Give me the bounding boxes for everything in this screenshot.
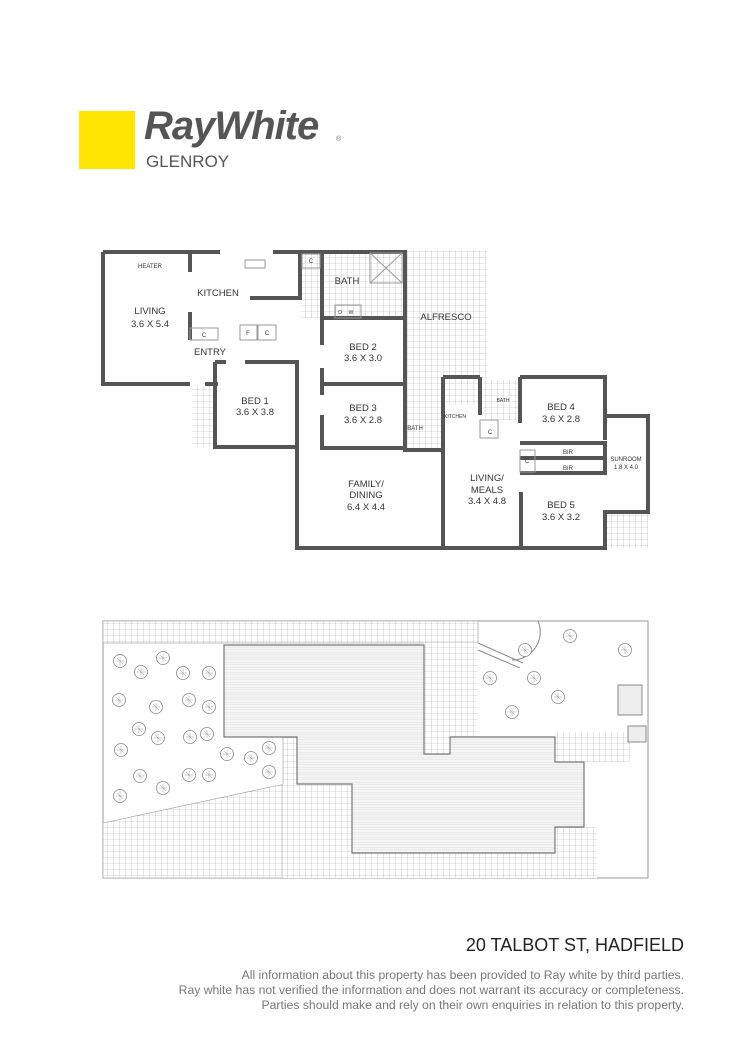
tree-icon-detail <box>205 771 213 779</box>
disclaimer-line: Ray white has not verified the informati… <box>178 983 684 997</box>
tree-icon-detail <box>137 668 145 676</box>
bed3-label: BED 3 <box>349 403 376 414</box>
bed1-size: 3.6 X 3.8 <box>236 407 274 418</box>
tree-icon-detail <box>247 754 255 762</box>
tree-icon-detail <box>223 750 231 758</box>
sunroom-size: 1.8 X 4.0 <box>614 465 639 471</box>
tree-icon-detail <box>185 771 193 779</box>
bir-label: BIR <box>563 466 574 472</box>
site-plan <box>102 620 649 879</box>
family-size: 6.4 X 4.4 <box>347 502 385 513</box>
meals-label: MEALS <box>471 485 503 496</box>
disclaimer: All information about this property has … <box>179 968 684 1013</box>
logo-office: GLENROY <box>146 152 230 171</box>
alfresco-label: ALFRESCO <box>420 312 471 323</box>
tree-icon-detail <box>117 746 125 754</box>
tree-icon-detail <box>566 632 574 640</box>
tree-icon-detail <box>265 744 273 752</box>
bed5-size: 3.6 X 3.2 <box>542 512 580 523</box>
bir-label: BIR <box>563 450 574 456</box>
tree-icon-detail <box>530 674 538 682</box>
washer-label: W <box>349 310 354 316</box>
tree-icon-detail <box>508 708 516 716</box>
bath-label: BATH <box>497 398 510 404</box>
disclaimer-line: All information about this property has … <box>241 968 684 982</box>
property-address: 20 TALBOT ST, HADFIELD <box>465 935 684 955</box>
living-label: LIVING <box>134 306 165 317</box>
fixtures <box>189 252 536 473</box>
logo-brand: RayWhite <box>144 104 319 148</box>
tree-icon-detail <box>554 693 562 701</box>
tree-icon-detail <box>205 669 213 677</box>
bed5-label: BED 5 <box>547 500 574 511</box>
tree-icon-detail <box>159 654 167 662</box>
disclaimer-line: Parties should make and rely on their ow… <box>261 998 685 1012</box>
tree-icon-detail <box>136 772 144 780</box>
tree-icon-detail <box>179 669 187 677</box>
tree-icon-detail <box>185 696 193 704</box>
tree-icon-detail <box>186 733 194 741</box>
bed4-size: 3.6 X 2.8 <box>542 414 580 425</box>
tree-icon-detail <box>521 646 529 654</box>
bed3-size: 3.6 X 2.8 <box>344 415 382 426</box>
tree-icon-detail <box>115 696 123 704</box>
tree-icon-detail <box>486 674 494 682</box>
kitchen-label: KITCHEN <box>197 288 239 299</box>
bath-label: BATH <box>407 426 423 432</box>
sunroom-label: SUNROOM <box>610 457 641 463</box>
tree-icon-detail <box>203 730 211 738</box>
tree-icon-detail <box>265 768 273 776</box>
tiled-areas <box>192 250 648 548</box>
closet-label: C <box>525 459 530 465</box>
bed2-size: 3.6 X 3.0 <box>344 353 382 364</box>
tree-icon-detail <box>135 725 143 733</box>
bath-label: BATH <box>335 276 360 287</box>
tree-icon-detail <box>154 734 162 742</box>
bed1-label: BED 1 <box>241 396 268 407</box>
tree-icon-detail <box>116 792 124 800</box>
heater-label: HEATER <box>138 264 163 270</box>
tree-icon-detail <box>159 784 167 792</box>
kitchen2-label: KITCHEN <box>444 414 466 420</box>
logo-registered-mark: ® <box>336 136 342 143</box>
tree-icon-detail <box>152 703 160 711</box>
closet-label: C <box>488 430 493 436</box>
house-footprint <box>223 644 585 854</box>
bed4-label: BED 4 <box>547 402 574 413</box>
room-labels: HEATER KITCHEN LIVING 3.6 X 5.4 C F C C … <box>131 259 642 523</box>
tree-icon-detail <box>621 646 629 654</box>
closet-label: C <box>202 333 207 339</box>
living-size: 3.6 X 5.4 <box>131 319 169 330</box>
tree-icon-detail <box>116 657 124 665</box>
living-meals-size: 3.4 X 4.8 <box>468 496 506 507</box>
logo-yellow-square <box>79 111 135 169</box>
dining-label: DINING <box>349 490 382 501</box>
entry-label: ENTRY <box>194 347 227 358</box>
family-label: FAMILY/ <box>348 479 384 490</box>
walls <box>101 250 650 550</box>
dryer-label: D <box>338 310 342 316</box>
fridge-label: F <box>246 331 250 337</box>
bed2-label: BED 2 <box>349 342 376 353</box>
tree-icon-detail <box>205 703 213 711</box>
living-meals-label: LIVING/ <box>470 473 504 484</box>
closet-label: C <box>309 259 314 265</box>
closet-label: C <box>265 331 270 337</box>
